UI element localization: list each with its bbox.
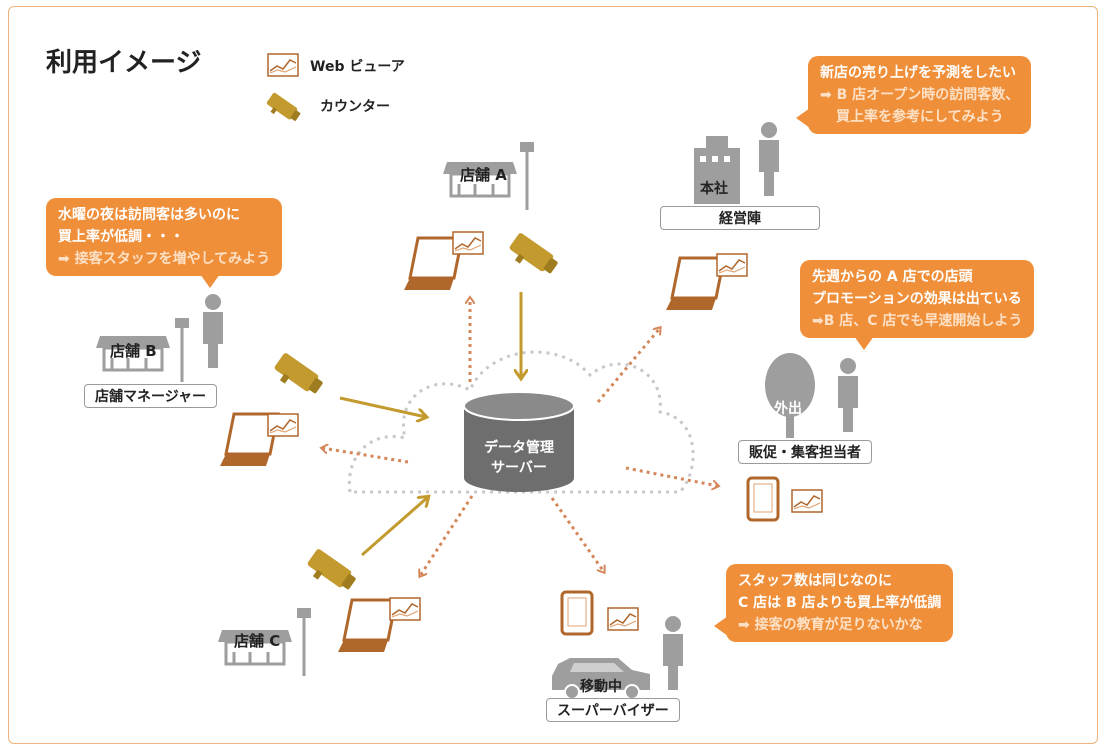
hq-label: 本社 [700,181,728,197]
chart-icon-store-c [389,597,421,621]
arrow-to-promotion [625,466,718,486]
bubble-executive-line3: 買上率を参考にしてみよう [836,109,1004,125]
arrow-to-executive [596,328,660,403]
cloud-outline [347,350,695,494]
chart-icon-supervisor [607,607,639,631]
camera-icon-store-b [270,352,326,402]
arrow-to-supervisor [550,497,604,572]
bubble-promotion-line2: プロモーションの効果は出ている [812,291,1022,307]
role-executive: 経営陣 [660,206,820,230]
server-label-line1: データ管理 [484,440,554,456]
camera-icon-store-a [505,232,561,282]
legend-viewer-icon [267,53,299,77]
arrow-to-store-c [420,495,474,576]
executive-person-icon [759,122,779,196]
role-supervisor: スーパーバイザー [546,698,680,722]
building-icon [694,136,740,204]
bubble-store-manager-line1: 水曜の夜は訪問客は多いのに [58,207,240,223]
moving-label: 移動中 [580,679,622,695]
bubble-promotion: 先週からの A 店での店頭 プロモーションの効果は出ている ➡B 店、C 店でも… [800,260,1035,350]
store-b-label: 店舗 B [110,342,157,360]
laptop-icon-store-c [336,598,398,654]
promotion-person-icon [838,358,858,432]
bubble-store-manager-line2: 買上率が低調・・・ [58,229,184,245]
chart-icon-promotion [791,489,823,513]
legend-counter-label: カウンター [320,99,390,115]
bubble-executive-line2: ➡ B 店オープン時の訪問客数、 [820,87,1020,103]
camera-icon-store-c [303,548,359,598]
role-store-manager: 店舗マネージャー [84,384,218,408]
role-promotion: 販促・集客担当者 [738,440,872,464]
legend-viewer-label: Web ビューア [310,59,405,75]
arrow-counter-b [339,396,426,417]
bubble-promotion-line3: ➡B 店、C 店でも早速開始しよう [812,313,1023,329]
store-manager-person-icon [203,294,223,368]
bubble-executive: 新店の売り上げを予測をしたい ➡ B 店オープン時の訪問客数、 買上率を参考にし… [796,56,1032,134]
data-server-icon [463,391,575,492]
supervisor-person-icon [663,616,683,690]
page-title: 利用イメージ [46,48,202,78]
server-label-line2: サーバー [491,460,547,476]
bubble-store-manager-line3: ➡ 接客スタッフを増やしてみよう [58,251,271,267]
tree-icon [765,353,815,438]
outside-label: 外出 [774,401,802,417]
tablet-icon-supervisor [560,590,594,636]
arrow-to-store-b [322,448,409,464]
bubble-promotion-line1: 先週からの A 店での店頭 [812,269,973,285]
chart-icon-store-b [267,413,299,437]
store-c-label: 店舗 C [234,632,281,650]
bubble-supervisor-line3: ➡ 接客の教育が足りないかな [738,617,923,633]
legend-counter-icon [263,92,303,127]
chart-icon-store-a [452,231,484,255]
bubble-executive-line1: 新店の売り上げを予測をしたい [820,65,1016,81]
laptop-icon-executive [664,256,726,312]
tablet-icon-promotion [746,476,780,522]
car-icon [552,658,650,700]
arrow-counter-c [361,497,428,557]
bubble-supervisor: スタッフ数は同じなのに C 店は B 店よりも買上率が低調 ➡ 接客の教育が足り… [714,564,954,642]
bubble-store-manager: 水曜の夜は訪問客は多いのに 買上率が低調・・・ ➡ 接客スタッフを増やしてみよう [46,198,283,288]
store-a-label: 店舗 A [460,166,507,184]
server-label: データ管理 サーバー [468,438,570,478]
bubble-supervisor-line2: C 店は B 店よりも買上率が低調 [738,595,942,611]
bubble-supervisor-line1: スタッフ数は同じなのに [738,573,892,589]
chart-icon-executive [716,253,748,277]
